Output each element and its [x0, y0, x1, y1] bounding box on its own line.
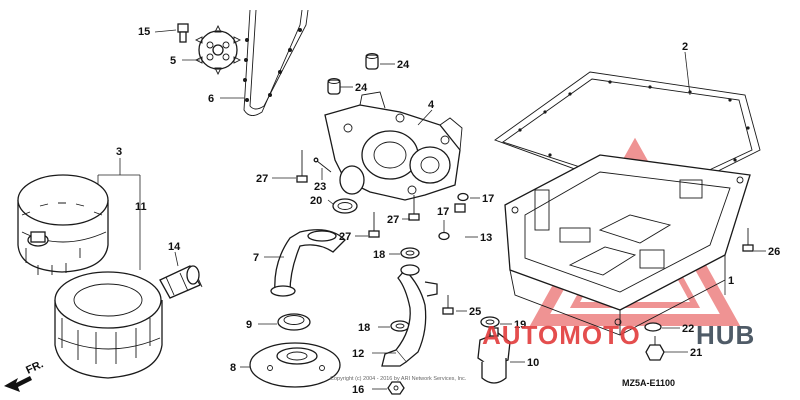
oil-filter-lower	[54, 271, 163, 379]
small-nut	[387, 381, 405, 395]
washer-18-lower	[390, 320, 410, 332]
pipe-joint	[381, 264, 438, 367]
drain-washer	[644, 322, 662, 332]
pump-o-ring	[332, 198, 358, 214]
callout-11: 11	[135, 201, 147, 213]
callout-26: 26	[768, 246, 780, 258]
callout-2: 2	[682, 41, 688, 53]
callout-15: 15	[138, 26, 150, 38]
copyright-text: Copyright (c) 2004 - 2016 by ARI Network…	[330, 376, 467, 382]
callout-24-lower: 24	[355, 82, 368, 94]
callout-9: 9	[246, 319, 252, 331]
washer-17	[457, 192, 469, 202]
callout-21: 21	[690, 347, 702, 359]
front-arrow-icon	[4, 376, 32, 392]
watermark-text-primary: AUTOMOTO	[482, 320, 641, 350]
callout-17-b: 17	[437, 206, 449, 218]
diagram-code: MZ5A-E1100	[622, 378, 675, 388]
callout-13: 13	[480, 232, 492, 244]
dowel-pin	[313, 157, 332, 173]
collar-upper	[365, 53, 379, 70]
callout-3: 3	[116, 146, 122, 158]
washer-18-upper	[400, 247, 420, 259]
collar-lower	[327, 78, 341, 95]
drain-bolt	[645, 336, 665, 361]
flange-bolt-27-c	[408, 195, 420, 221]
callout-labels: 15 5 6 24 24 4 2 3 11 14 27 23 20 7 9 8 …	[116, 26, 780, 396]
callout-17-a: 17	[482, 193, 494, 205]
sprocket	[194, 24, 242, 76]
oil-pan	[504, 154, 751, 336]
callout-23: 23	[314, 181, 326, 193]
callout-6: 6	[208, 93, 214, 105]
drive-chain	[243, 9, 309, 116]
callout-18-upper: 18	[373, 249, 385, 261]
oil-pressure-switch	[477, 327, 511, 384]
callout-14: 14	[168, 241, 181, 253]
flange-bolt-26	[742, 228, 754, 252]
oil-strainer-pipe	[270, 229, 346, 297]
callout-12: 12	[352, 348, 364, 360]
oil-pump	[324, 91, 463, 201]
callout-1: 1	[728, 275, 734, 287]
callout-5: 5	[170, 55, 176, 67]
o-ring	[277, 313, 311, 331]
flange-bolt-27-a	[296, 150, 308, 183]
callout-24-upper: 24	[397, 59, 410, 71]
callout-7: 7	[253, 252, 259, 264]
callout-27-b: 27	[339, 231, 351, 243]
washer-19	[480, 316, 500, 328]
callout-16: 16	[352, 384, 364, 396]
callout-4: 4	[428, 99, 435, 111]
callout-10: 10	[527, 357, 539, 369]
callout-27-a: 27	[256, 173, 268, 185]
washer-17-b	[438, 231, 450, 241]
watermark-logo: AUTOMOTO HUB	[482, 320, 755, 350]
callout-18-lower: 18	[358, 322, 370, 334]
flange-bolt-25	[442, 295, 454, 315]
leader-lines	[97, 29, 766, 390]
callout-22: 22	[682, 323, 694, 335]
oil-pipe	[441, 203, 466, 274]
watermark-text-secondary: HUB	[696, 320, 755, 350]
oil-filter-upper	[17, 174, 109, 275]
flange-bolt-27-b	[368, 212, 380, 238]
threaded-bolt	[159, 265, 203, 299]
callout-19: 19	[514, 319, 526, 331]
callout-25: 25	[469, 306, 481, 318]
callout-27-c: 27	[387, 214, 399, 226]
callout-20: 20	[310, 195, 322, 207]
sprocket-bolt	[177, 23, 189, 43]
front-marker-label: FR.	[24, 358, 45, 376]
strainer-screen	[249, 342, 341, 388]
callout-8: 8	[230, 362, 236, 374]
